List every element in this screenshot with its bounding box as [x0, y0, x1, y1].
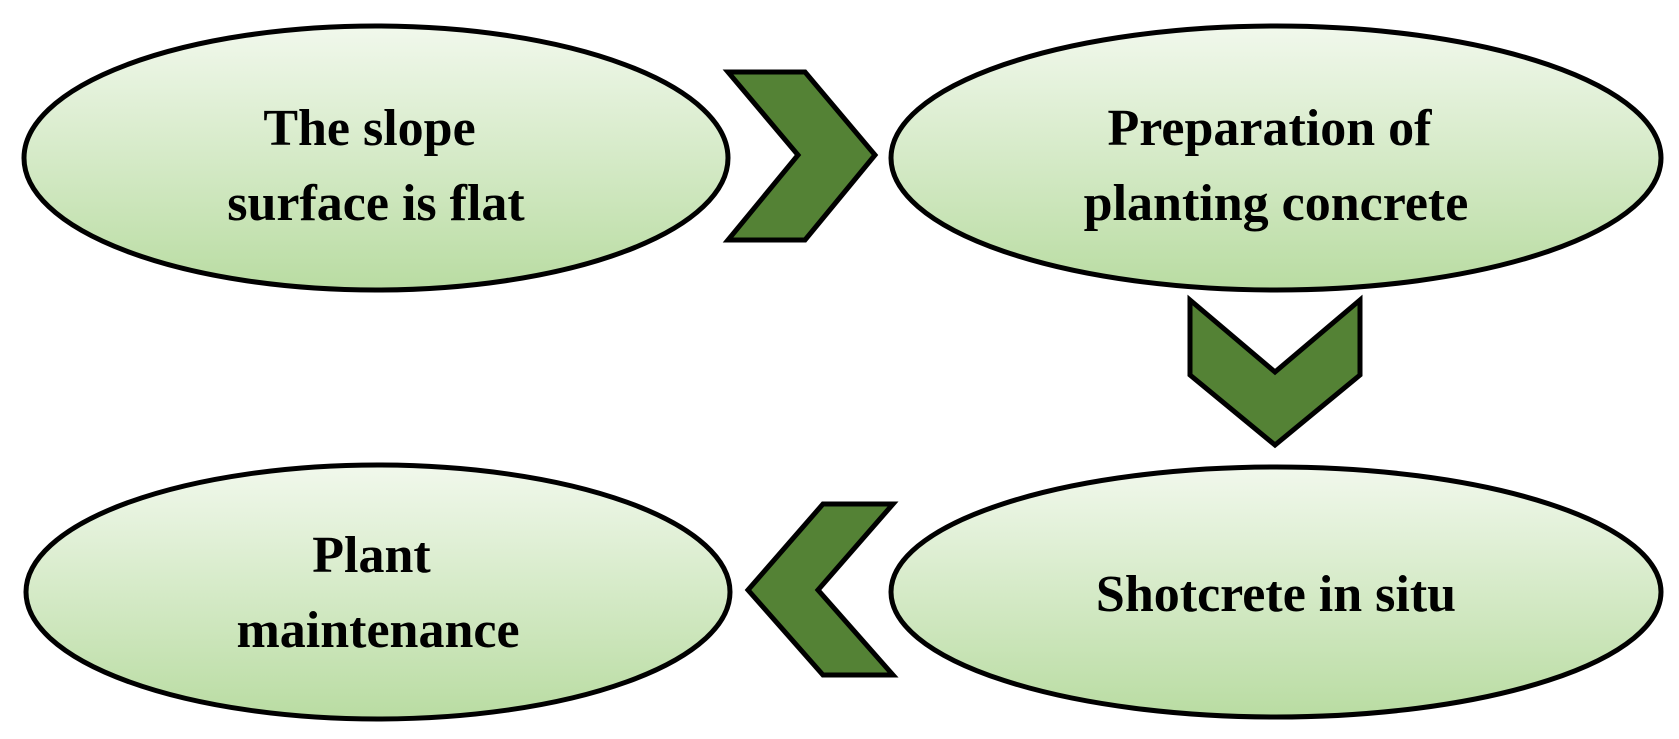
step-3-node: Shotcrete in situ	[888, 464, 1664, 720]
step-4-ellipse	[23, 462, 733, 722]
step-1-node: The slope surface is flat	[21, 23, 731, 293]
step-1-label-line2: surface is flat	[227, 175, 525, 232]
step-3-ellipse	[888, 464, 1664, 720]
step-3-label: Shotcrete in situ	[1096, 566, 1456, 623]
step-3-label-line1: Shotcrete in situ	[1096, 566, 1456, 623]
step-4-label: Plant maintenance	[236, 527, 519, 659]
step-1-ellipse	[21, 23, 731, 293]
step-2-label-line2: planting concrete	[1084, 175, 1469, 232]
step-2-node: Preparation of planting concrete	[888, 23, 1664, 293]
step-1-label-line1: The slope	[263, 100, 475, 157]
chevron-right-icon	[722, 69, 879, 243]
step-4-label-line1: Plant	[312, 527, 431, 584]
step-4-node: Plant maintenance	[23, 462, 733, 722]
step-2-label: Preparation of planting concrete	[1084, 100, 1469, 232]
chevron-left-icon	[744, 501, 899, 678]
step-4-label-line2: maintenance	[236, 602, 519, 659]
step-2-ellipse	[888, 23, 1664, 293]
chevron-down-icon	[1187, 294, 1363, 449]
step-2-label-line1: Preparation of	[1108, 100, 1433, 157]
step-1-label: The slope surface is flat	[227, 100, 525, 232]
